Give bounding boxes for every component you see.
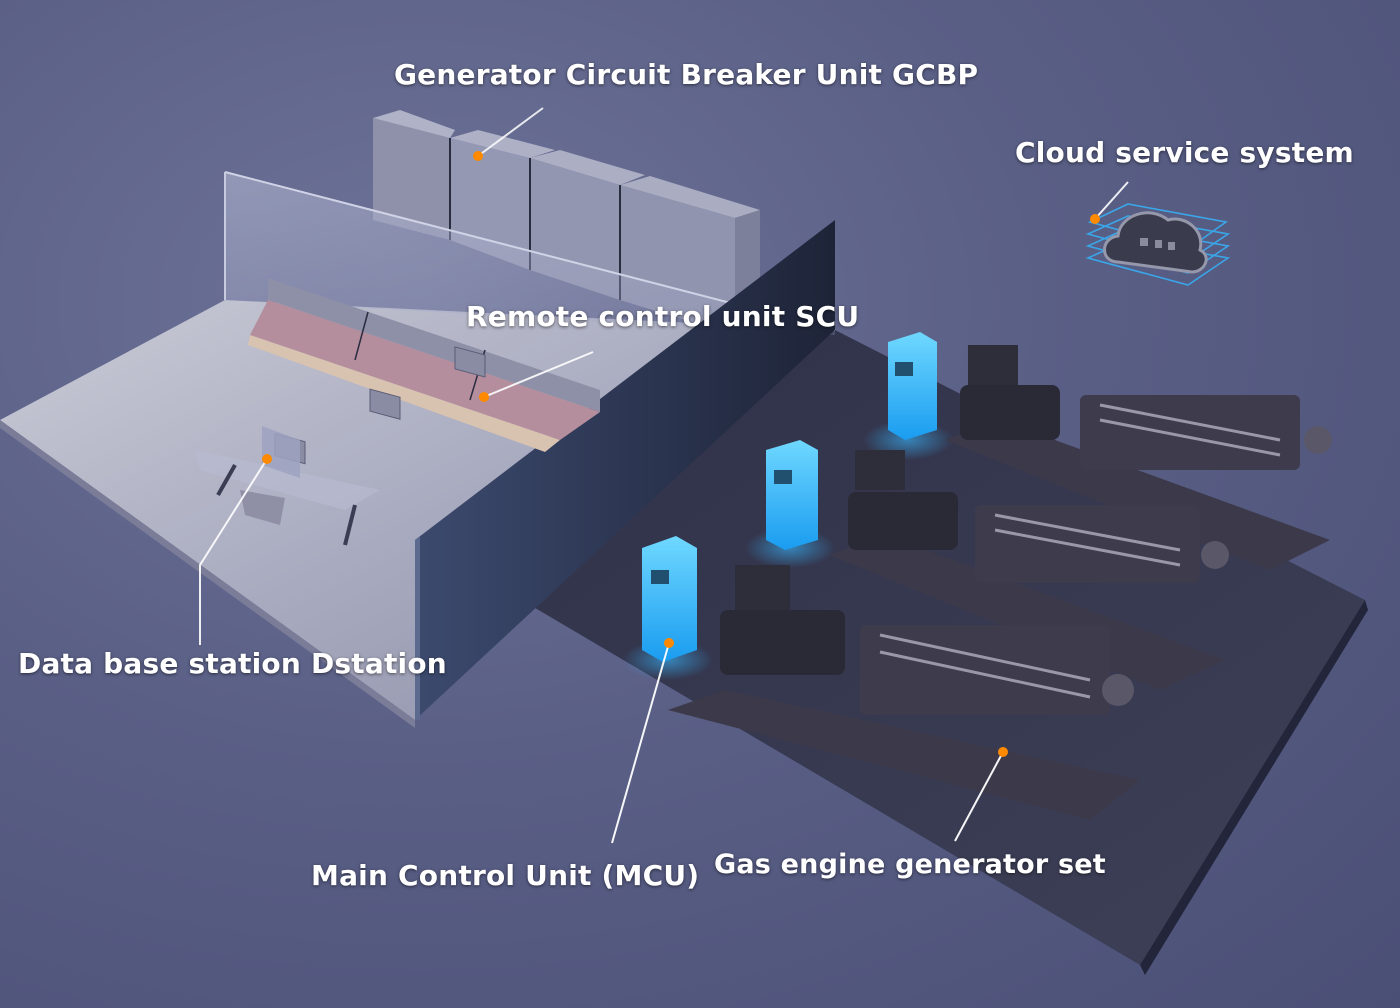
gcbp-cabinets bbox=[373, 110, 760, 335]
cloud-marker-dot[interactable] bbox=[1090, 214, 1100, 224]
dstation-marker-dot[interactable] bbox=[262, 454, 272, 464]
scu-marker-dot[interactable] bbox=[479, 392, 489, 402]
dstation-desk bbox=[195, 426, 380, 546]
mcu-marker-dot[interactable] bbox=[664, 638, 674, 648]
divider-wall bbox=[415, 220, 835, 720]
mcu-cabinets bbox=[623, 332, 953, 680]
glass-partition bbox=[225, 172, 835, 335]
gcbp-label: Generator Circuit Breaker Unit GCBP bbox=[394, 58, 979, 91]
genset-marker-dot[interactable] bbox=[998, 747, 1008, 757]
leader-lines bbox=[199, 107, 1225, 844]
dstation-label: Data base station Dstation bbox=[18, 647, 447, 680]
mcu-label: Main Control Unit (MCU) bbox=[311, 859, 700, 892]
gcbp-marker-dot[interactable] bbox=[473, 151, 483, 161]
generator-sets bbox=[668, 345, 1332, 820]
scu-label: Remote control unit SCU bbox=[466, 300, 860, 333]
genset-label: Gas engine generator set bbox=[714, 849, 1106, 880]
cloud-icon bbox=[1085, 203, 1231, 286]
cloud-service-label: Cloud service system bbox=[1015, 136, 1354, 169]
scu-consoles bbox=[248, 278, 600, 465]
